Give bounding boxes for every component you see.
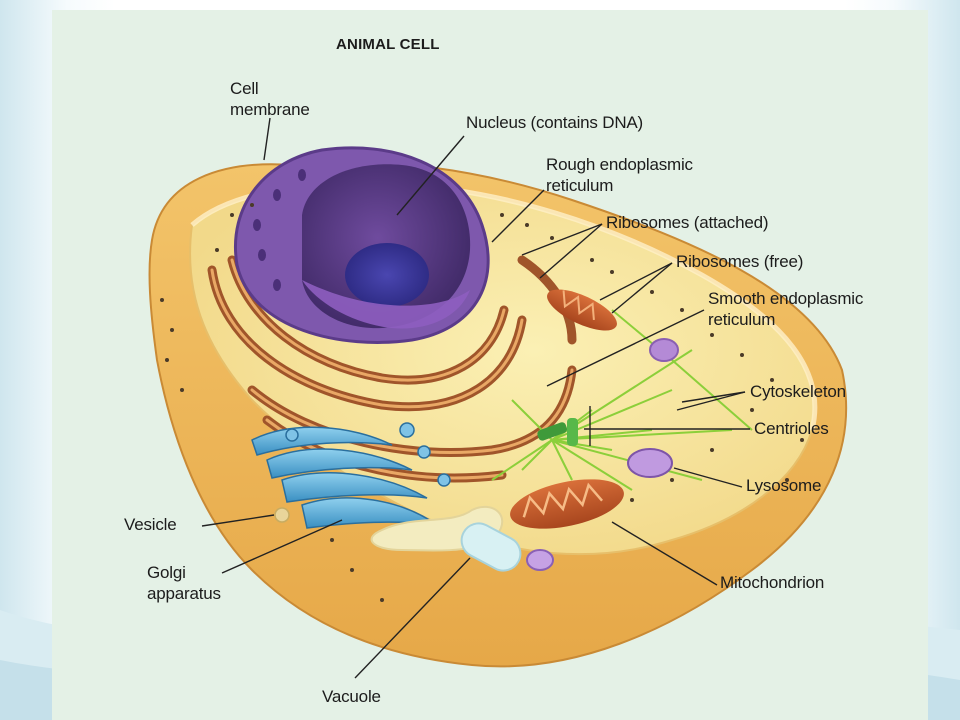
vacuole bbox=[460, 522, 522, 572]
lysosome bbox=[627, 448, 673, 478]
nuclear-pores bbox=[253, 169, 306, 291]
mitochondrion bbox=[510, 479, 624, 529]
diagram-panel: ANIMAL CELL Cell membrane Nucleus (conta… bbox=[52, 10, 928, 720]
label-cytoskeleton: Cytoskeleton bbox=[750, 382, 846, 401]
free-ribosomes bbox=[160, 203, 804, 602]
leader-lines bbox=[201, 117, 750, 679]
label-vesicle: Vesicle bbox=[124, 515, 177, 534]
golgi-apparatus bbox=[251, 422, 451, 529]
nucleolus bbox=[345, 243, 429, 307]
centrioles bbox=[537, 418, 578, 446]
label-mitochondrion: Mitochondrion bbox=[720, 573, 825, 592]
label-ribosomes-attached: Ribosomes (attached) bbox=[606, 213, 769, 232]
diagram-title: ANIMAL CELL bbox=[336, 36, 440, 53]
label-smooth-er: Smooth endoplasmic reticulum bbox=[708, 289, 864, 329]
label-vacuole: Vacuole bbox=[322, 687, 381, 706]
animal-cell-illustration bbox=[148, 117, 848, 679]
mitochondrion-small bbox=[547, 289, 617, 331]
label-lysosome: Lysosome bbox=[746, 476, 822, 495]
label-nucleus: Nucleus (contains DNA) bbox=[466, 113, 643, 132]
label-golgi: Golgi apparatus bbox=[147, 563, 221, 603]
vesicle bbox=[274, 507, 290, 523]
label-ribosomes-free: Ribosomes (free) bbox=[676, 252, 804, 271]
label-rough-er: Rough endoplasmic reticulum bbox=[546, 155, 693, 195]
label-cell-membrane: Cell membrane bbox=[230, 79, 310, 119]
lysosome-small bbox=[649, 338, 679, 362]
label-centrioles: Centrioles bbox=[754, 419, 829, 438]
